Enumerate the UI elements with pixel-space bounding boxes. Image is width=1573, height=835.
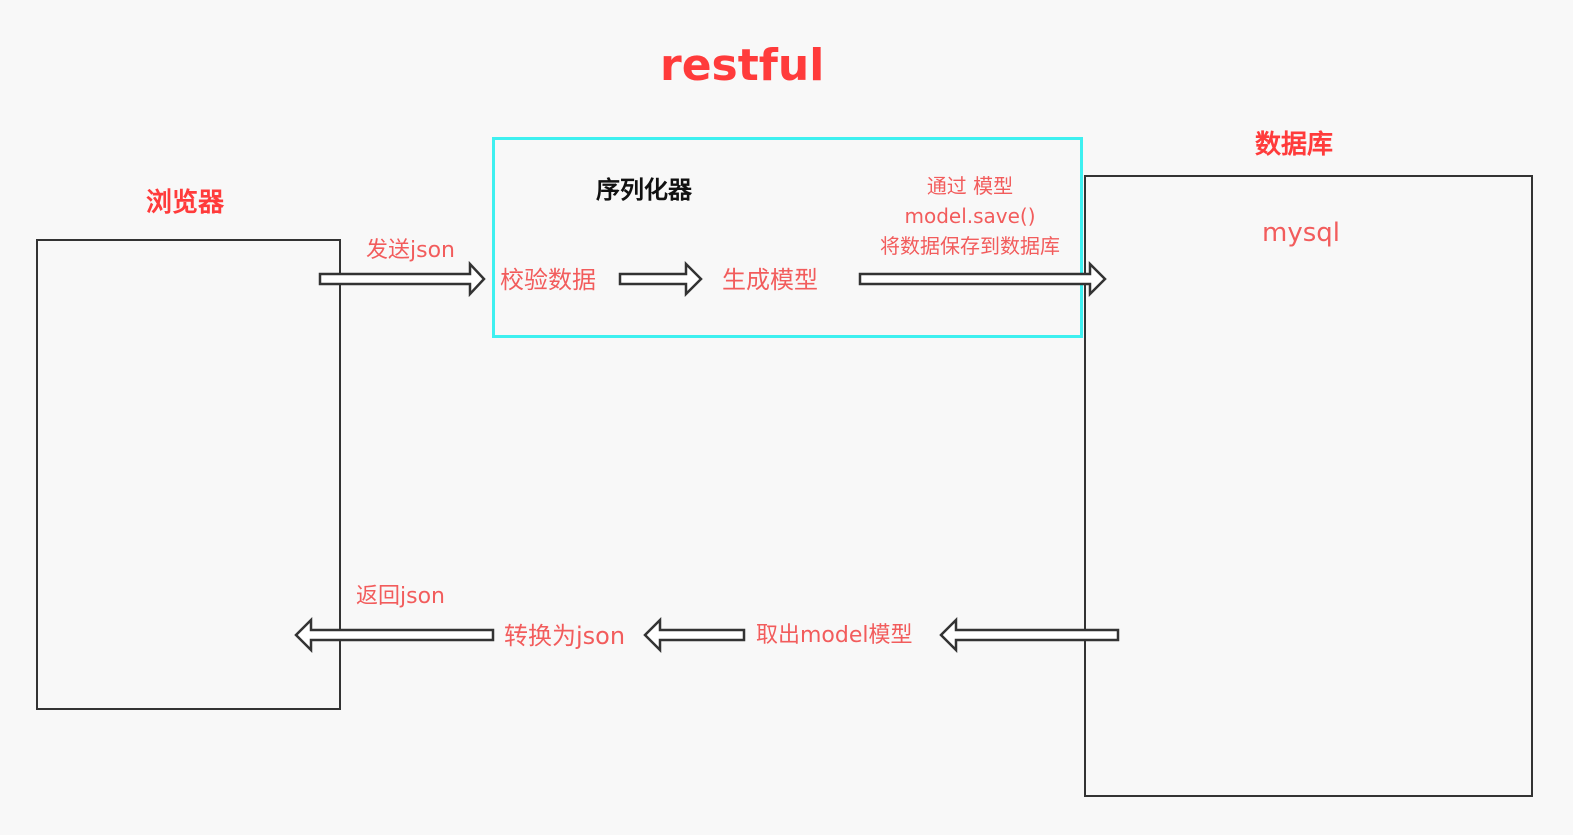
browser-label: 浏览器 — [146, 188, 225, 218]
serializer-box — [492, 137, 1083, 338]
validate-data-label: 校验数据 — [500, 266, 596, 294]
database-content-mysql: mysql — [1262, 218, 1340, 248]
save-line-1: 通过 模型 — [926, 174, 1014, 198]
save-line-3: 将数据保存到数据库 — [880, 234, 1060, 258]
diagram-title: restful — [660, 40, 825, 91]
arrow-fetch-to-convert — [643, 616, 746, 654]
save-line-2: model.save() — [904, 204, 1036, 228]
arrow-send-json — [318, 260, 486, 298]
save-to-db-label: 通过 模型 model.save() 将数据保存到数据库 — [860, 171, 1080, 261]
convert-json-label: 转换为json — [504, 622, 626, 650]
serializer-label: 序列化器 — [596, 176, 692, 204]
generate-model-label: 生成模型 — [722, 266, 818, 294]
return-json-label: 返回json — [356, 584, 445, 609]
database-label: 数据库 — [1255, 130, 1334, 160]
fetch-model-label: 取出model模型 — [756, 623, 913, 648]
arrow-save-to-db — [858, 260, 1107, 298]
arrow-return-json — [294, 616, 495, 654]
browser-box — [36, 239, 341, 710]
send-json-label: 发送json — [366, 238, 455, 263]
database-box — [1084, 175, 1533, 797]
arrow-validate-to-generate — [618, 260, 703, 298]
arrow-fetch-model — [939, 616, 1120, 654]
